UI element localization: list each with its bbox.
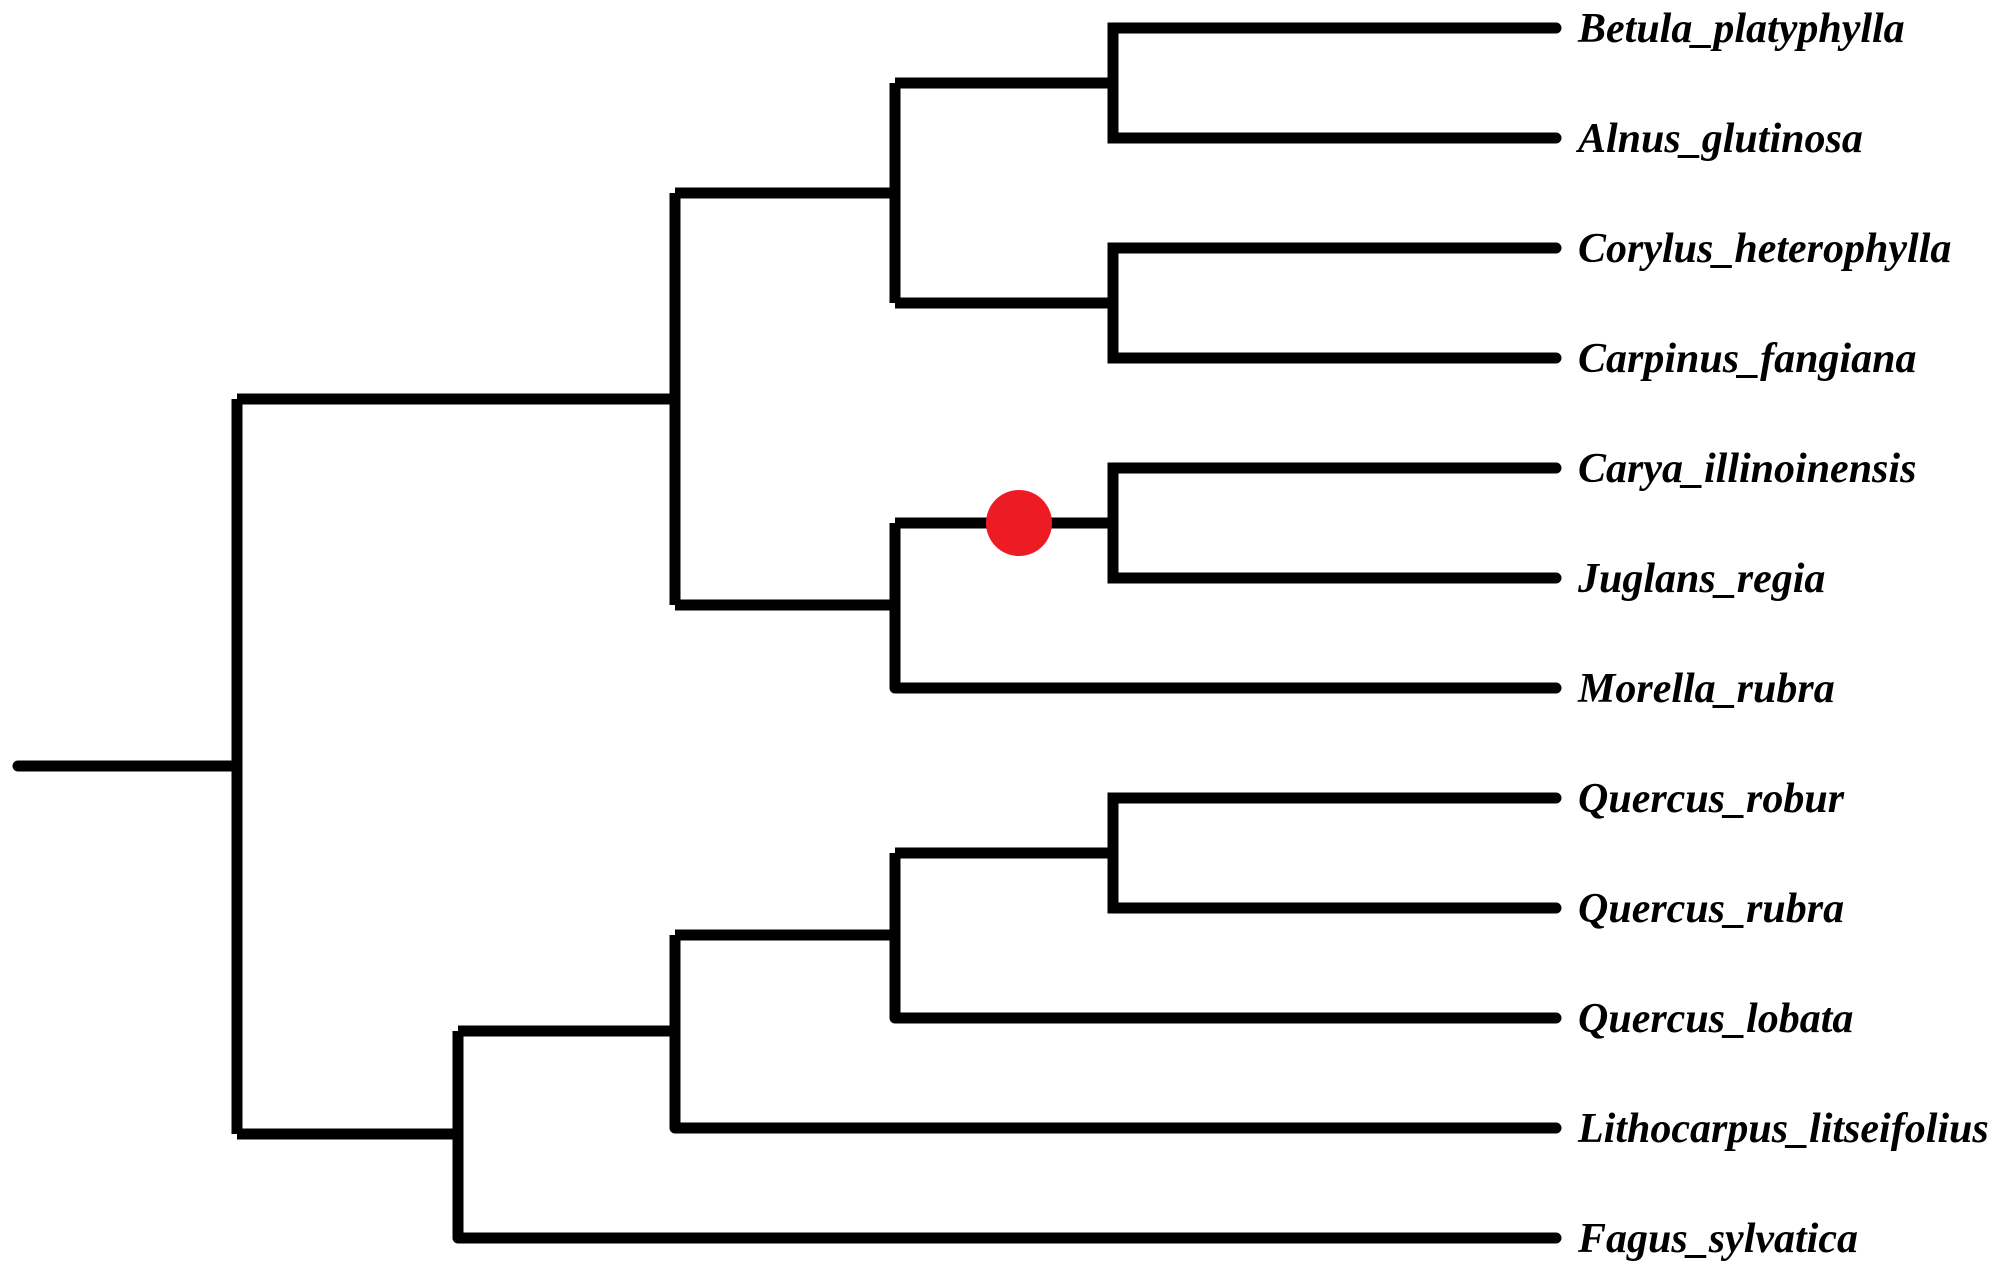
taxon-label-carya_illinoinensis: Carya_illinoinensis <box>1578 446 1916 492</box>
taxon-label-quercus_lobata: Quercus_lobata <box>1578 996 1853 1042</box>
clade-corylus-carpinus <box>1107 242 1562 364</box>
clade-carya-juglans <box>1107 462 1562 584</box>
taxon-label-quercus_robur: Quercus_robur <box>1578 776 1845 822</box>
taxon-label-juglans_regia: Juglans_regia <box>1577 556 1825 602</box>
clade-betula-alnus <box>1107 22 1562 144</box>
taxon-label-betula_platyphylla: Betula_platyphylla <box>1577 6 1905 52</box>
taxon-label-corylus_heterophylla: Corylus_heterophylla <box>1578 226 1951 272</box>
taxon-label-quercus_rubra: Quercus_rubra <box>1578 886 1844 932</box>
taxon-label-alnus_glutinosa: Alnus_glutinosa <box>1575 116 1863 162</box>
taxon-label-lithocarpus_litseifolius: Lithocarpus_litseifolius <box>1577 1106 1989 1152</box>
clade-quercus-robur-rubra <box>1107 792 1562 914</box>
taxon-label-fagus_sylvatica: Fagus_sylvatica <box>1577 1216 1858 1262</box>
highlight-node-dot <box>986 490 1052 556</box>
taxon-label-carpinus_fangiana: Carpinus_fangiana <box>1578 336 1916 382</box>
taxon-label-morella_rubra: Morella_rubra <box>1577 666 1835 712</box>
